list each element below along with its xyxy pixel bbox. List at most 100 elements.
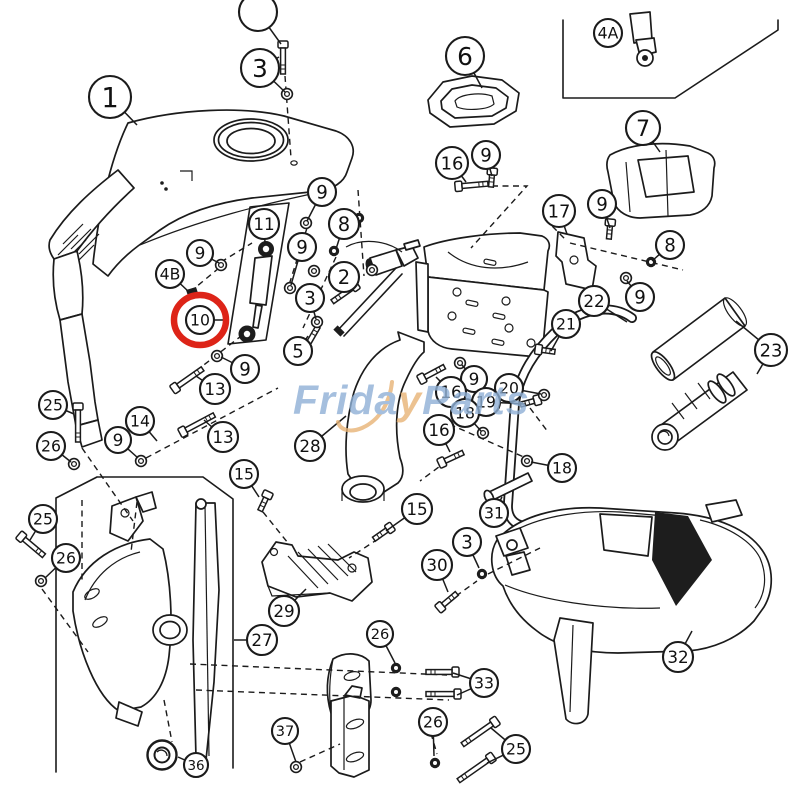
bolt-icon xyxy=(456,751,497,784)
svg-text:21: 21 xyxy=(556,315,576,334)
callout-9: 9 xyxy=(624,280,656,313)
callout-3: 3 xyxy=(451,526,483,569)
callout-partial xyxy=(237,0,282,45)
washer-icon xyxy=(520,454,534,468)
callout-1: 1 xyxy=(87,74,138,126)
callout-9: 9 xyxy=(586,188,618,229)
washer-icon xyxy=(537,388,551,402)
washer-icon xyxy=(214,258,228,272)
callout-9: 9 xyxy=(459,364,489,394)
svg-text:31: 31 xyxy=(484,504,504,523)
inset-boxes xyxy=(55,19,779,773)
grommet-icon xyxy=(146,739,178,771)
washer-icon xyxy=(365,263,379,277)
nut-icon xyxy=(429,757,441,769)
bolt-icon xyxy=(371,521,396,543)
callout-32: 32 xyxy=(661,630,695,674)
svg-text:5: 5 xyxy=(292,342,304,363)
washer-icon xyxy=(283,281,297,295)
callout-4A: 4A xyxy=(592,17,624,49)
callout-11: 11 xyxy=(247,207,281,244)
callout-18: 18 xyxy=(530,452,578,484)
inset-box-top-right xyxy=(562,19,779,99)
svg-text:37: 37 xyxy=(276,723,295,740)
bolt-icon xyxy=(15,530,47,559)
part-17-bracket xyxy=(555,231,597,291)
callout-8: 8 xyxy=(651,229,686,262)
svg-text:9: 9 xyxy=(239,360,251,381)
svg-text:3: 3 xyxy=(304,289,316,310)
washer-icon xyxy=(210,349,224,363)
callout-26: 26 xyxy=(417,706,449,757)
svg-text:10: 10 xyxy=(190,311,210,330)
highlight-ring-part-10 xyxy=(170,291,230,349)
svg-text:9: 9 xyxy=(469,369,480,389)
part-28-bracket-arm xyxy=(341,331,425,503)
svg-text:18: 18 xyxy=(455,404,475,423)
callout-20: 20 xyxy=(493,372,542,404)
svg-text:9: 9 xyxy=(296,238,308,259)
callout-13: 13 xyxy=(203,419,240,454)
svg-text:36: 36 xyxy=(187,759,204,774)
bolt-icon xyxy=(453,180,489,193)
callout-5: 5 xyxy=(282,335,314,367)
washer-icon xyxy=(307,264,321,278)
callout-4B: 4B xyxy=(154,258,190,293)
callout-8: 8 xyxy=(327,207,361,250)
svg-text:3: 3 xyxy=(252,54,268,83)
callout-15: 15 xyxy=(385,492,434,532)
svg-text:7: 7 xyxy=(636,116,650,142)
svg-text:13: 13 xyxy=(204,379,225,399)
svg-text:9: 9 xyxy=(480,146,492,167)
washer-icon xyxy=(299,216,313,230)
part-1-cover xyxy=(48,109,355,448)
callout-26: 26 xyxy=(35,430,72,463)
svg-text:1: 1 xyxy=(101,83,118,114)
callout-16: 16 xyxy=(434,145,470,183)
bolt-icon xyxy=(436,449,466,469)
svg-text:23: 23 xyxy=(760,340,783,361)
bolt-icon xyxy=(256,489,274,513)
callout-25: 25 xyxy=(486,727,532,765)
washer-icon xyxy=(134,454,148,468)
svg-text:30: 30 xyxy=(426,555,447,575)
part-29-finned-bracket xyxy=(261,541,373,602)
svg-text:14: 14 xyxy=(130,412,150,431)
watermark-text-y: y xyxy=(396,377,423,423)
svg-text:28: 28 xyxy=(299,436,320,456)
part-4a-link xyxy=(629,11,657,67)
bolt-icon xyxy=(460,715,501,748)
washer-icon xyxy=(34,574,48,588)
nut-icon xyxy=(328,245,340,257)
svg-text:11: 11 xyxy=(253,214,274,234)
callout-6: 6 xyxy=(444,35,486,89)
svg-text:26: 26 xyxy=(41,437,61,456)
svg-text:15: 15 xyxy=(234,465,254,484)
svg-text:20: 20 xyxy=(499,379,519,398)
callout-33: 33 xyxy=(452,667,500,699)
callout-15: 15 xyxy=(228,458,260,498)
callout-13: 13 xyxy=(195,372,232,406)
callout-22: 22 xyxy=(577,284,628,323)
callout-9: 9 xyxy=(220,353,261,385)
callout-9: 9 xyxy=(306,176,338,222)
callout-25: 25 xyxy=(27,503,59,541)
callout-30: 30 xyxy=(420,548,454,593)
bolt-icon xyxy=(604,217,617,240)
inset-box-bottom-left xyxy=(55,476,234,773)
part-23-roller xyxy=(650,297,748,451)
callout-17: 17 xyxy=(541,193,577,235)
callout-16: 16 xyxy=(422,413,456,453)
svg-text:32: 32 xyxy=(667,647,688,667)
svg-text:9: 9 xyxy=(596,195,608,216)
bolt-icon xyxy=(425,666,460,678)
part-32-cover xyxy=(490,499,773,725)
bolt-icon xyxy=(416,363,447,385)
callout-9: 9 xyxy=(185,238,220,268)
svg-text:9: 9 xyxy=(634,288,646,309)
callout-2: 2 xyxy=(327,260,361,294)
svg-text:22: 22 xyxy=(583,291,604,311)
